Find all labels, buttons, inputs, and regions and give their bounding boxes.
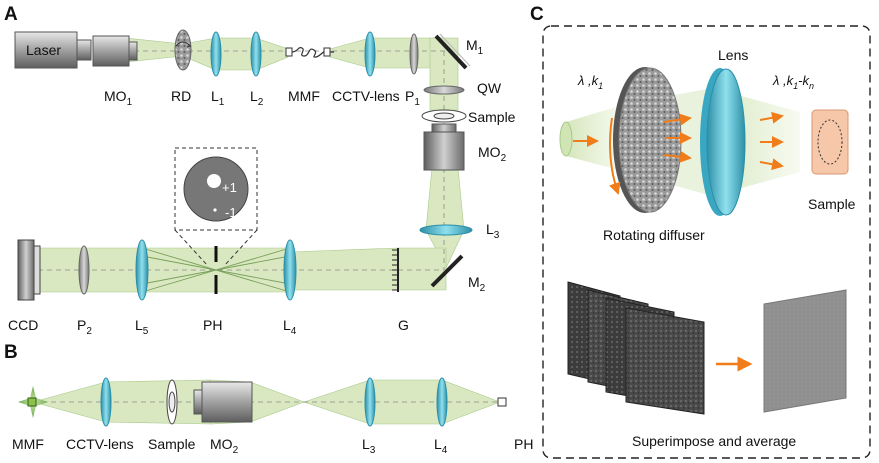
svg-text:L4: L4 (434, 436, 448, 456)
labels-panel-b: MMF CCTV-lens Sample MO2 L3 L4 PH (12, 436, 533, 456)
fiber-output-icon (18, 386, 48, 418)
rotating-diffuser-label: Rotating diffuser (603, 227, 705, 243)
svg-text:P1: P1 (405, 88, 420, 108)
panel-b: B MMF CCTV-lens (4, 342, 533, 456)
sample-icon (421, 109, 467, 123)
camera-icon (17, 239, 41, 301)
lambda-k1-label: λ ,k1 (577, 73, 603, 91)
svg-text:P2: P2 (77, 317, 92, 337)
order-minus-one: -1 (225, 205, 237, 220)
grating-icon (392, 248, 399, 292)
svg-text:L1: L1 (211, 88, 225, 108)
panel-a: A (4, 4, 516, 337)
l1-label: L (211, 88, 219, 104)
m1-label: M (466, 37, 478, 53)
mirror-icon (430, 254, 464, 288)
m2-label: M (468, 274, 480, 290)
polarizer-icon (78, 245, 90, 295)
p1-label: P (405, 88, 414, 104)
lens-icon (436, 377, 448, 427)
svg-text:L3: L3 (486, 221, 500, 241)
arrow-icon (573, 111, 784, 171)
lens-icon (100, 377, 112, 427)
panel-c-label: C (530, 4, 544, 25)
panel-c: C (530, 4, 871, 459)
qw-label: QW (477, 80, 502, 96)
mo2-label: MO (478, 144, 501, 160)
arrow-icon (609, 117, 621, 195)
lens-icon (283, 239, 297, 301)
cctv-label: CCTV-lens (332, 88, 400, 104)
svg-text:M1: M1 (466, 37, 484, 57)
lens-icon (364, 31, 376, 77)
svg-text:MO2: MO2 (478, 144, 507, 164)
svg-text:M2: M2 (468, 274, 486, 294)
l3-label-b: L (362, 436, 370, 452)
superimpose-label: Superimpose and average (632, 433, 796, 449)
averaged-image (763, 289, 847, 413)
objective-icon (423, 123, 465, 171)
laser-label: Laser (26, 42, 61, 58)
ccd-label: CCD (8, 317, 38, 333)
polarizer-icon (409, 33, 419, 75)
mmf-label-b: MMF (12, 436, 44, 452)
mmf-label: MMF (288, 88, 320, 104)
panel-a-label: A (4, 4, 18, 25)
lambda-kn-label: λ ,k1-kn (772, 73, 814, 91)
p2-label: P (77, 317, 86, 333)
lens-icon (210, 31, 262, 77)
labels-panel-a: MO1 RD L1 L2 MMF CCTV-lens P1 M1 QW Samp… (8, 37, 516, 337)
panel-b-label: B (4, 342, 18, 363)
sample-label-c: Sample (808, 196, 856, 212)
order-plus-one: +1 (222, 180, 237, 195)
sample-label-b: Sample (148, 436, 196, 452)
fiber-icon (285, 47, 334, 58)
quarter-wave-plate-icon (423, 85, 465, 95)
sample-icon (811, 109, 849, 175)
objective-icon (92, 35, 138, 67)
l4-label-b: L (434, 436, 442, 452)
rotating-diffuser-icon (609, 67, 682, 213)
rotating-diffuser-icon (174, 29, 192, 71)
lens-icon (135, 239, 149, 301)
svg-text:MO2: MO2 (210, 436, 239, 456)
svg-text:L5: L5 (135, 317, 149, 337)
crossing-rays (141, 247, 291, 293)
pinhole-mask-inset: +1 -1 (174, 147, 258, 267)
l5-label: L (135, 317, 143, 333)
pinhole-icon (497, 397, 507, 407)
speckle-image-stack (567, 281, 705, 415)
mirror-icon (434, 33, 471, 70)
beam-path-a (39, 37, 465, 293)
mo2-label-b: MO (210, 436, 233, 452)
lens-label-c: Lens (718, 47, 748, 63)
rd-label: RD (171, 88, 191, 104)
ph-label-b: PH (514, 436, 533, 452)
g-label: G (398, 317, 409, 333)
lens-icon (700, 68, 746, 216)
l3-label: L (486, 221, 494, 237)
svg-text:MO1: MO1 (104, 88, 133, 108)
ph-label-a: PH (203, 317, 222, 333)
svg-text:L2: L2 (250, 88, 264, 108)
svg-text:L3: L3 (362, 436, 376, 456)
lens-icon (419, 224, 473, 236)
sample-icon (166, 379, 178, 425)
laser-source: Laser (14, 31, 92, 69)
mo1-label: MO (104, 88, 127, 104)
sample-label-a: Sample (468, 109, 516, 125)
l4-label: L (283, 317, 291, 333)
svg-text:L4: L4 (283, 317, 297, 337)
objective-icon (193, 381, 253, 423)
l2-label: L (250, 88, 258, 104)
lens-icon (364, 377, 376, 427)
cctv-label-b: CCTV-lens (66, 436, 134, 452)
